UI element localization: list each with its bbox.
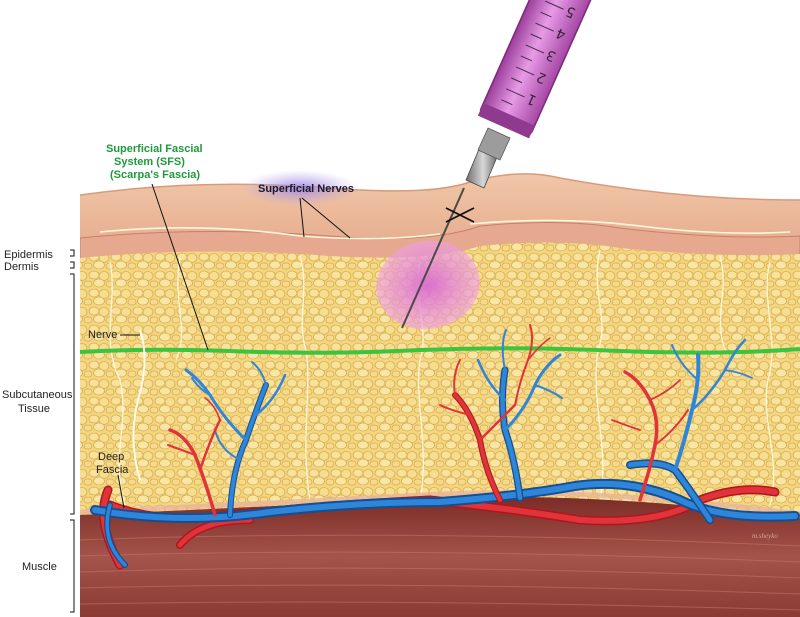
label-deep: Deep — [98, 451, 124, 463]
fibrous-septa — [109, 249, 775, 506]
superficial-nerves — [99, 219, 791, 240]
label-sfs-line-3: (Scarpa's Fascia) — [110, 169, 200, 181]
label-nerve: Nerve — [88, 329, 117, 341]
leader-lines — [117, 183, 351, 509]
label-fascia: Fascia — [96, 464, 129, 476]
label-subcutaneous: Subcutaneous — [2, 389, 73, 401]
label-tissue: Tissue — [18, 403, 50, 415]
sfs-line — [79, 346, 800, 355]
label-epidermis: Epidermis — [4, 249, 53, 261]
superficial-nerves-highlight — [242, 170, 358, 206]
label-sfs-line-2: System (SFS) — [114, 156, 185, 168]
label-muscle: Muscle — [22, 561, 57, 573]
subcutaneous-fat-layer — [80, 242, 800, 520]
illustrator-signature: m.sheyko — [752, 532, 778, 540]
muscle-layer — [80, 496, 800, 617]
muscle-fibers — [80, 534, 800, 611]
blood-vessels — [90, 324, 800, 570]
syringe-icon: 5 4 3 2 1 — [401, 0, 594, 329]
injection-bolus-icon — [376, 240, 480, 330]
label-superficial-nerves: Superficial Nerves — [258, 183, 354, 195]
layer-brackets — [70, 249, 75, 613]
subcutaneous-nerve — [132, 329, 146, 481]
label-dermis: Dermis — [4, 261, 39, 273]
entry-point-marker — [445, 207, 475, 223]
tissue-block — [80, 173, 800, 617]
label-sfs-line-1: Superficial Fascial — [106, 143, 203, 155]
syringe-graduations — [501, 0, 564, 106]
